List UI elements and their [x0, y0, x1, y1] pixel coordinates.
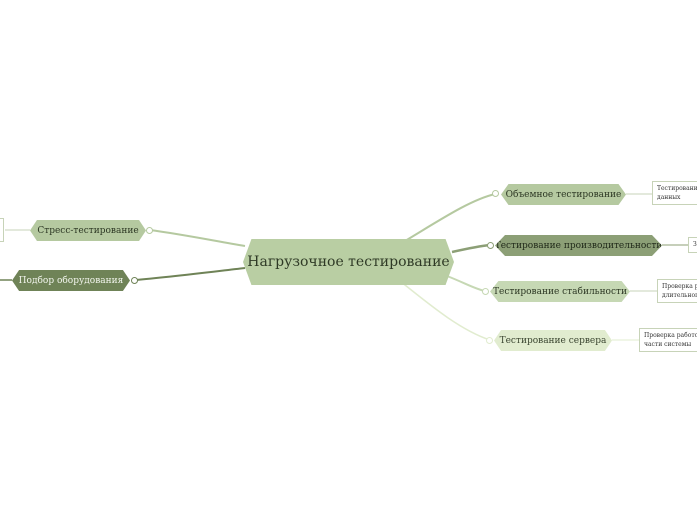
note-text: Проверка работос части системы [644, 332, 697, 348]
topic-label: Тестирование сервера [499, 335, 607, 346]
topic-label: Тестирование стабильности [493, 286, 627, 297]
collapse-toggle-stress[interactable] [146, 227, 153, 234]
note-text: З [693, 241, 697, 248]
topic-performance-testing[interactable]: Тестирование производительности [495, 235, 662, 256]
note-stress[interactable] [0, 218, 4, 242]
collapse-toggle-performance[interactable] [487, 242, 494, 249]
note-performance[interactable]: З [688, 237, 697, 253]
collapse-toggle-volume[interactable] [492, 190, 499, 197]
note-text: Проверка р длительного [662, 283, 697, 299]
topic-volume-testing[interactable]: Объемное тестирование [501, 184, 626, 205]
note-stability[interactable]: Проверка р длительного [657, 279, 697, 303]
topic-stability-testing[interactable]: Тестирование стабильности [490, 281, 630, 302]
central-topic[interactable]: Нагрузочное тестирование [243, 239, 454, 285]
collapse-toggle-hardware[interactable] [131, 277, 138, 284]
connector-hardware [134, 267, 246, 281]
central-topic-label: Нагрузочное тестирование [247, 254, 450, 270]
connector-performance [451, 243, 491, 254]
note-server[interactable]: Проверка работос части системы [639, 328, 697, 352]
connector-stress [149, 229, 246, 247]
topic-label: Объемное тестирование [505, 189, 622, 200]
note-text: Тестирование данных [657, 185, 697, 201]
connector-volume [404, 193, 496, 242]
topic-label: Подбор оборудования [18, 275, 124, 286]
note-volume[interactable]: Тестирование данных [652, 181, 697, 205]
topic-stress-testing[interactable]: Стресс-тестирование [30, 220, 146, 241]
topic-server-testing[interactable]: Тестирование сервера [494, 330, 612, 351]
connector-stability [446, 275, 486, 292]
collapse-toggle-server[interactable] [486, 337, 493, 344]
topic-label: Тестирование производительности [494, 240, 663, 251]
topic-label: Стресс-тестирование [37, 225, 139, 236]
connector-server [399, 280, 491, 341]
collapse-toggle-stability[interactable] [482, 288, 489, 295]
topic-hardware-selection[interactable]: Подбор оборудования [12, 270, 130, 291]
